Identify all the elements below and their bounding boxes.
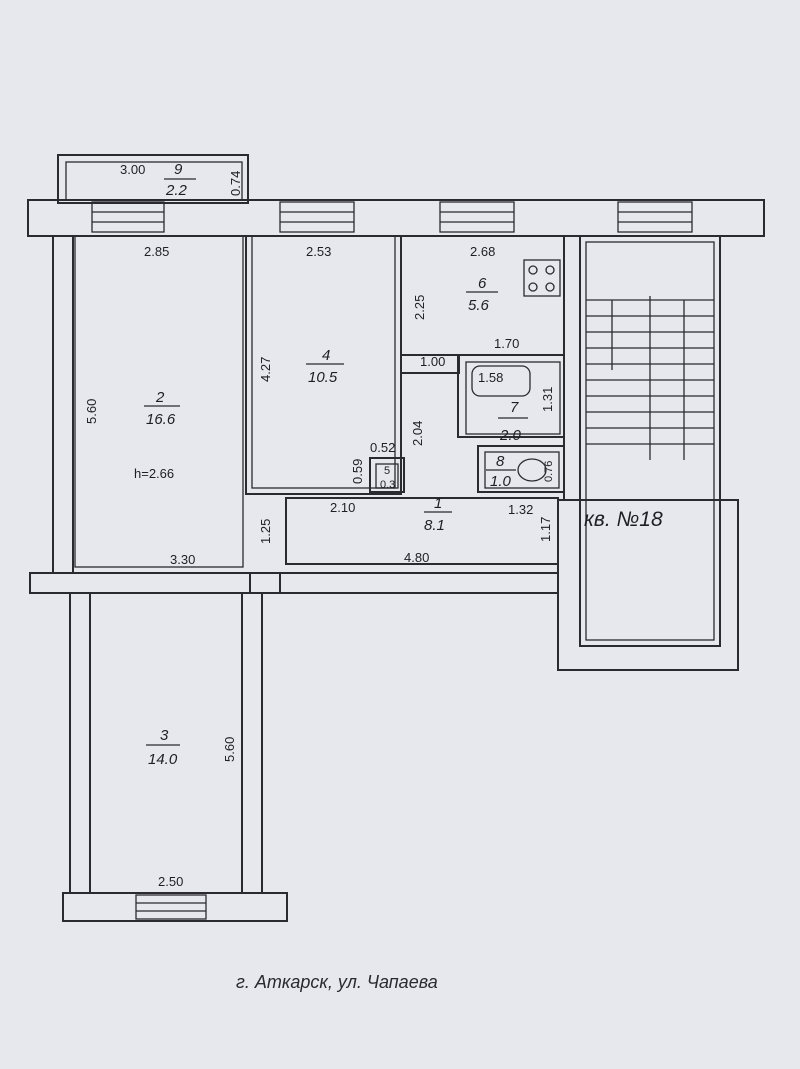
apartment-label: кв. №18 (584, 508, 663, 531)
walls (27, 154, 765, 922)
dim-room4-width: 2.53 (306, 244, 331, 259)
room-9-number: 9 (174, 161, 183, 178)
dim-room2-width: 2.85 (144, 244, 169, 259)
room-2-area: 16.6 (146, 411, 176, 428)
room-1-area: 8.1 (424, 517, 445, 534)
room-5-number: 5 (384, 465, 390, 477)
dim-bath-width: 1.58 (478, 370, 503, 385)
room-1-number: 1 (434, 495, 442, 512)
dim-pantry-059: 0.59 (350, 459, 365, 484)
address-caption: г. Аткарск, ул. Чапаева (236, 972, 438, 992)
labels: 3.00 9 2.2 0.74 2.85 5.60 2 16.6 h=2.66 … (84, 161, 663, 992)
dim-hall-125: 1.25 (258, 519, 273, 544)
dim-room4-length: 4.27 (258, 357, 273, 382)
dim-hall-204: 2.04 (410, 421, 425, 446)
room-9-area: 2.2 (165, 182, 188, 199)
dim-balcony-depth: 0.74 (228, 171, 243, 196)
dim-bath-depth: 1.31 (540, 387, 555, 412)
room-7-number: 7 (510, 399, 519, 416)
dim-bath-top: 1.70 (494, 336, 519, 351)
room-8-area: 1.0 (490, 473, 512, 490)
dim-room3-top: 3.30 (170, 552, 195, 567)
room-5-area: 0.3 (380, 479, 395, 491)
dim-hall-117: 1.17 (538, 517, 553, 542)
room-3-area: 14.0 (148, 751, 178, 768)
room-6-number: 6 (478, 275, 487, 292)
ceiling-height: h=2.66 (134, 466, 174, 481)
dim-wc-depth: 0.76 (543, 461, 555, 482)
room-6-area: 5.6 (468, 297, 490, 314)
dim-balcony-width: 3.00 (120, 162, 145, 177)
dim-room2-length: 5.60 (84, 399, 99, 424)
dim-kitchen-length: 2.25 (412, 295, 427, 320)
room-4-number: 4 (322, 347, 330, 364)
dim-hall-132: 1.32 (508, 502, 533, 517)
room-7-area: 2.0 (499, 427, 522, 444)
dim-pantry-052: 0.52 (370, 440, 395, 455)
dim-room3-width: 2.50 (158, 874, 183, 889)
room-4-area: 10.5 (308, 369, 338, 386)
dim-hall-210: 2.10 (330, 500, 355, 515)
dim-kitchen-width: 2.68 (470, 244, 495, 259)
dim-door-100: 1.00 (420, 354, 445, 369)
dim-hall-480: 4.80 (404, 550, 429, 565)
room-3-number: 3 (160, 727, 169, 744)
room-8-number: 8 (496, 453, 505, 470)
dim-room3-length: 5.60 (222, 737, 237, 762)
room-2-number: 2 (155, 389, 165, 406)
